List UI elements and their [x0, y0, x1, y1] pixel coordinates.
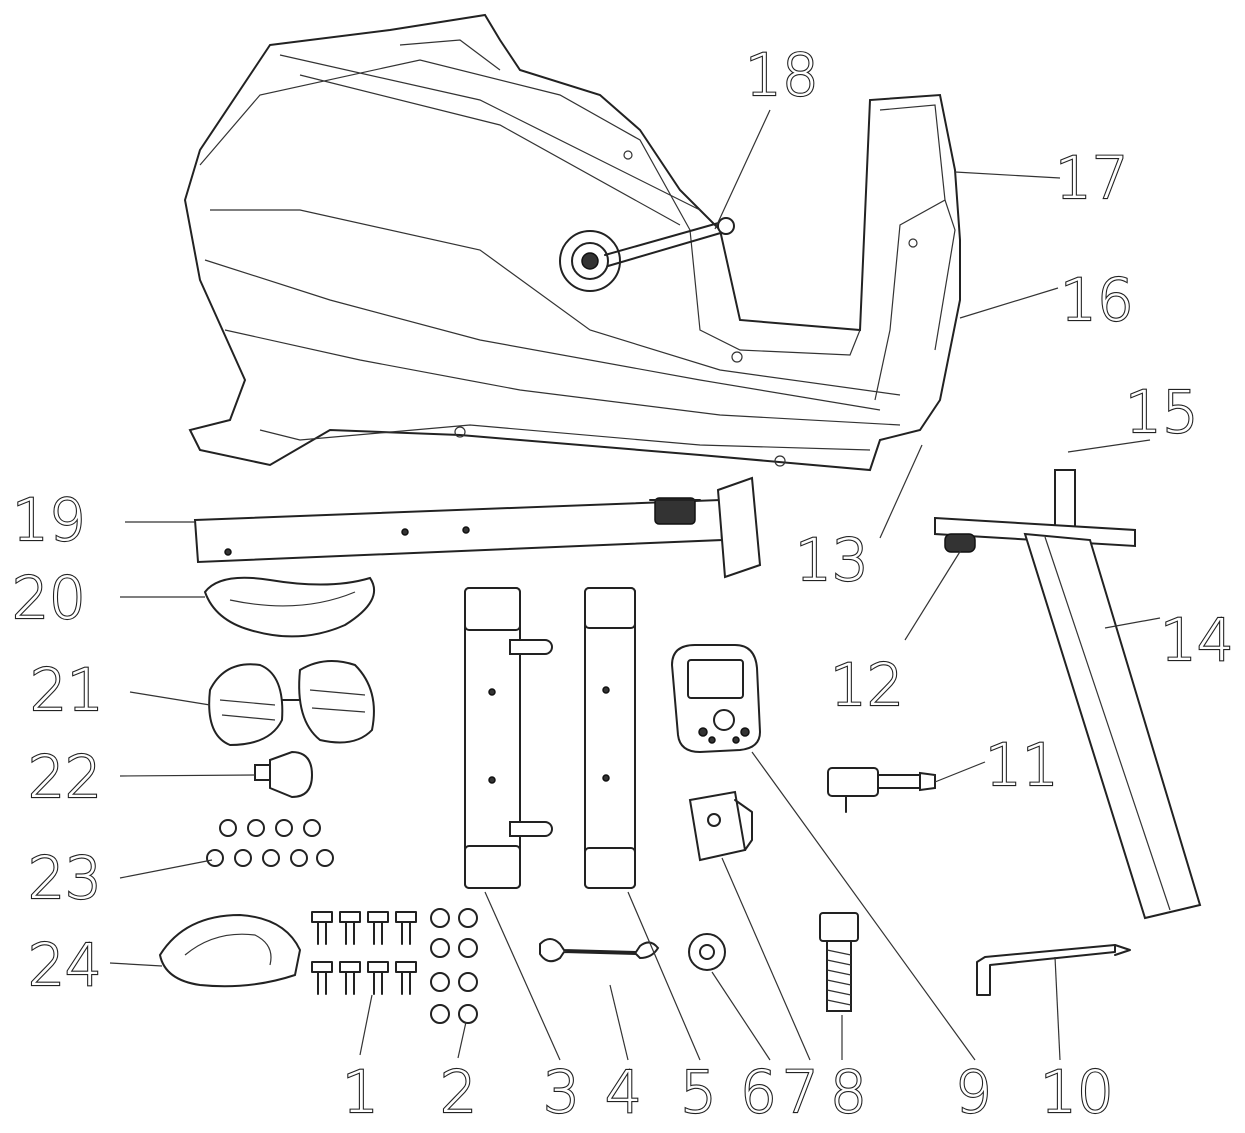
allen-key-part-10: [976, 944, 1131, 996]
wrench-part-4: [539, 938, 660, 963]
label-8: 8: [830, 1058, 867, 1126]
label-7: 7: [782, 1058, 819, 1126]
label-19: 19: [12, 486, 86, 554]
label-6: 6: [740, 1058, 777, 1126]
label-14: 14: [1160, 606, 1234, 674]
pedals-part-21: [208, 660, 375, 747]
label-17: 17: [1055, 144, 1129, 212]
bolts-part-1: [311, 911, 417, 995]
power-adapter-part-11: [827, 767, 936, 813]
rear-stabilizer-part-5: [584, 587, 636, 889]
console-part-9: [670, 644, 762, 754]
label-3: 3: [543, 1058, 580, 1126]
washers-part-2: [430, 908, 478, 1024]
label-20: 20: [12, 564, 86, 632]
label-10: 10: [1040, 1058, 1114, 1126]
label-23: 23: [28, 844, 102, 912]
crank-axle-part-18: [559, 217, 735, 292]
label-4: 4: [605, 1058, 642, 1126]
bolt-part-8: [819, 912, 859, 1012]
label-13: 13: [795, 526, 869, 594]
bottle-cage-part-24: [158, 913, 302, 988]
washer-part-6: [688, 933, 726, 971]
label-2: 2: [440, 1058, 477, 1126]
sensor-part-7: [688, 790, 753, 862]
front-stabilizer-part-3: [464, 587, 553, 889]
label-16: 16: [1060, 266, 1134, 334]
label-9: 9: [955, 1058, 992, 1126]
label-21: 21: [30, 656, 104, 724]
adjust-knob-part-22: [254, 750, 314, 799]
label-12: 12: [830, 651, 904, 719]
seat-rail-part-19: [193, 476, 762, 579]
label-18: 18: [745, 41, 819, 109]
label-11: 11: [985, 731, 1059, 799]
label-22: 22: [28, 743, 102, 811]
seat-cushion-part-20: [203, 576, 375, 638]
seat-post-part-14: [934, 469, 1202, 920]
label-1: 1: [342, 1058, 379, 1126]
leader-lines: [109, 109, 1161, 1061]
part-number-labels: 18 17 16 15 13 14 12 11 19 20 21 22 23 2…: [11, 40, 1235, 1127]
label-15: 15: [1125, 378, 1199, 446]
label-5: 5: [680, 1058, 717, 1126]
label-24: 24: [28, 931, 102, 999]
washers-part-23: [206, 819, 334, 867]
